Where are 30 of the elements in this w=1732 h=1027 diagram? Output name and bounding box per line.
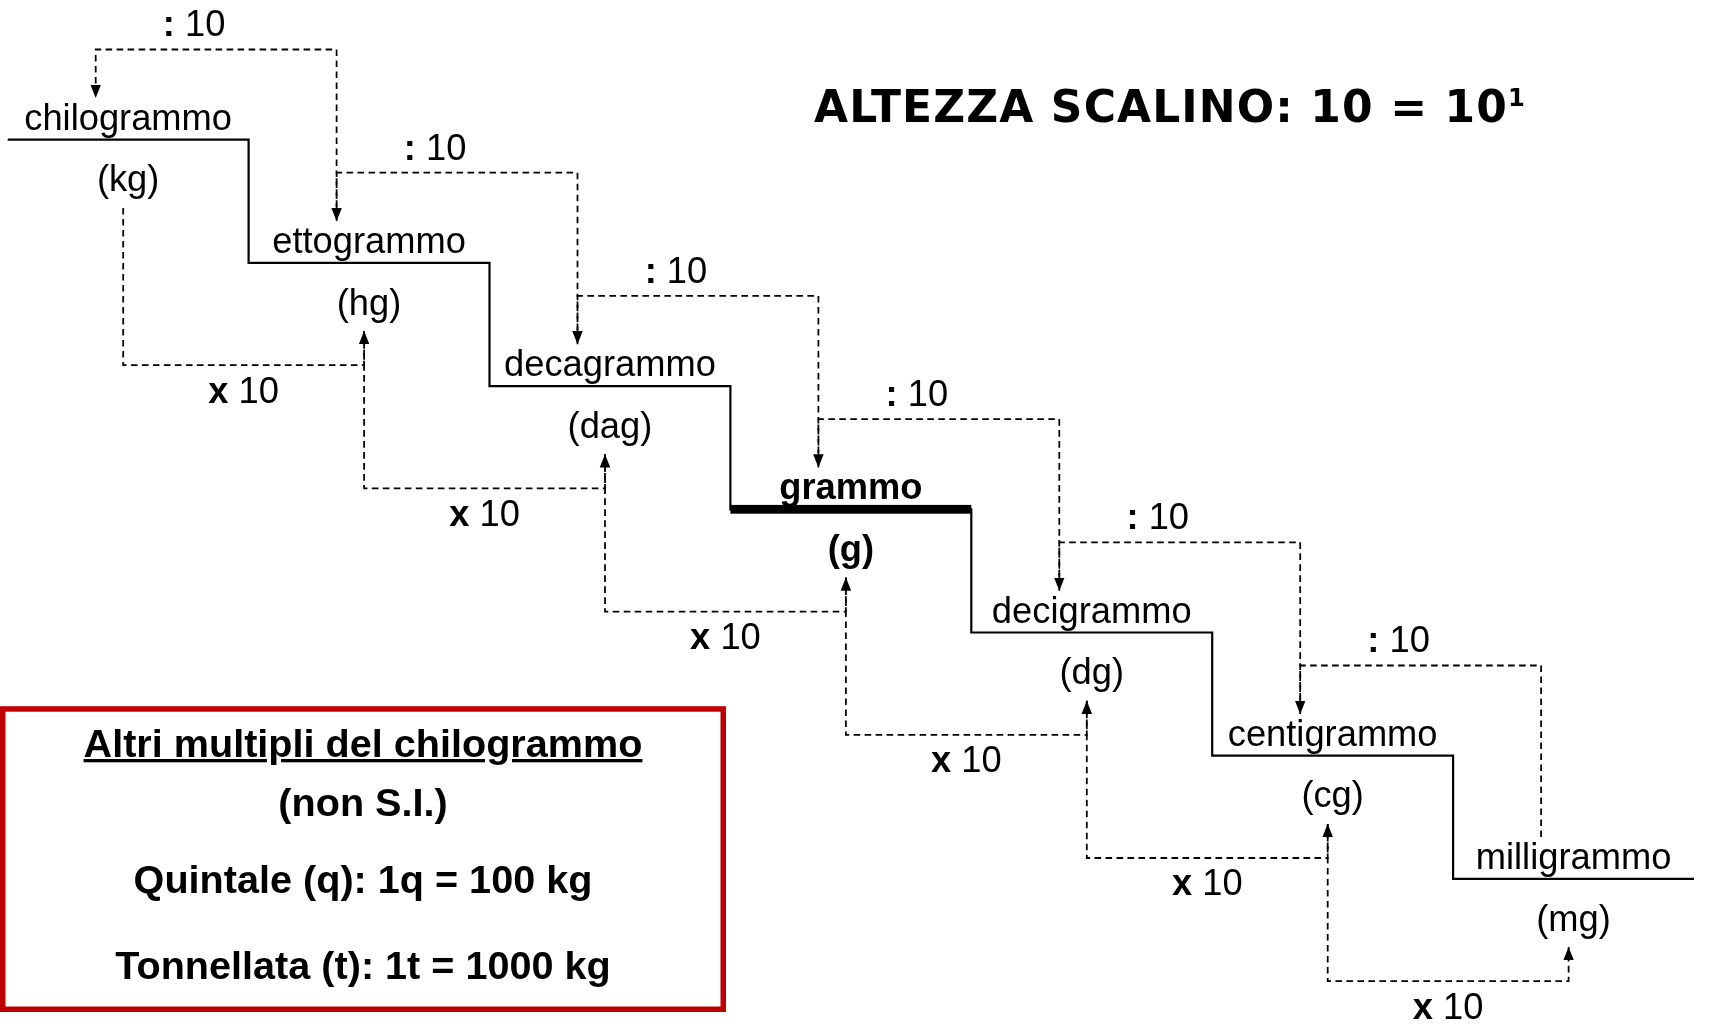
dashed-arrow bbox=[122, 207, 370, 367]
info-box bbox=[0, 706, 726, 1012]
unit-symbol: (hg) bbox=[335, 282, 403, 323]
unit-name: decigrammo bbox=[990, 590, 1193, 631]
unit-name: ettogrammo bbox=[271, 221, 467, 261]
dashed-arrow bbox=[604, 453, 852, 613]
unit-name: centigrammo bbox=[1226, 713, 1439, 754]
unit-name: chilogrammo bbox=[23, 97, 234, 138]
note-text: Tonnellata (t): 1t = 1000 kg bbox=[114, 942, 612, 989]
unit-symbol: (cg) bbox=[1300, 775, 1365, 816]
unit-symbol: (dg) bbox=[1058, 652, 1126, 692]
title: ALTEZZA SCALINO: 10 = 10$^{1}$ bbox=[814, 81, 1526, 132]
unit-symbol: (g) bbox=[826, 529, 875, 569]
dashed-arrow bbox=[1294, 664, 1542, 838]
box-heading: Altri multipli del chilogrammo bbox=[82, 720, 644, 767]
dashed-arrow bbox=[1085, 699, 1333, 859]
unit-name: grammo bbox=[778, 467, 924, 508]
note-text: Quintale (q): 1q = 100 kg bbox=[132, 856, 594, 904]
dashed-arrow bbox=[1326, 823, 1574, 983]
dashed-arrow bbox=[845, 576, 1093, 736]
unit-symbol: (mg) bbox=[1535, 898, 1612, 939]
unit-name: milligrammo bbox=[1474, 837, 1673, 877]
dashed-arrow bbox=[1054, 541, 1302, 715]
unit-symbol: (kg) bbox=[95, 159, 161, 200]
unit-symbol: (dag) bbox=[566, 405, 654, 446]
unit-name: decagrammo bbox=[503, 344, 717, 384]
dashed-arrow bbox=[813, 418, 1061, 592]
dashed-arrow bbox=[572, 295, 820, 469]
dashed-arrow bbox=[363, 330, 611, 490]
note-text: (non S.I.) bbox=[277, 779, 449, 827]
